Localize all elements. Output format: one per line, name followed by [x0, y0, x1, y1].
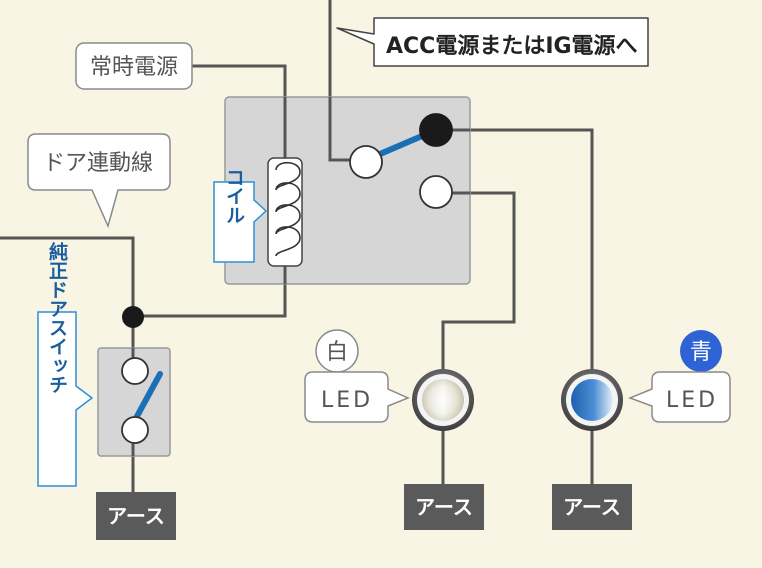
white-badge: 白 — [315, 329, 359, 373]
door-switch-label: 純正ドアスイッチ — [46, 241, 68, 394]
blue-badge: 青 — [680, 330, 722, 372]
blue-led-wire — [437, 128, 594, 372]
white-led-wire — [437, 191, 516, 372]
common-contact — [349, 145, 383, 179]
coil-callout: コイル — [213, 168, 268, 263]
constant-power-label: 常時電源 — [90, 55, 178, 80]
constant-power-callout: 常時電源 — [75, 42, 193, 90]
blue-led-icon — [561, 369, 623, 431]
coil-icon — [267, 157, 303, 267]
ground-box-1: アース — [96, 492, 176, 540]
ground-box-2: アース — [404, 484, 484, 530]
junction-dot-icon — [122, 306, 144, 328]
white-badge-label: 白 — [326, 340, 348, 365]
acc-power-label: ACC電源またはIG電源へ — [386, 34, 638, 59]
door-switch-callout: 純正ドアスイッチ — [37, 241, 94, 487]
blue-led-callout: LED — [627, 371, 731, 423]
blue-led-label: LED — [666, 388, 718, 413]
ground-label-1: アース — [107, 504, 165, 528]
white-led-icon — [412, 369, 474, 431]
blue-badge-label: 青 — [690, 340, 712, 365]
acc-callout: ACC電源またはIG電源へ — [336, 17, 649, 67]
door-switch — [97, 347, 171, 457]
door-linked-callout: ドア連動線 — [27, 133, 171, 229]
ground-label-3: アース — [563, 495, 621, 519]
white-led-callout: LED — [304, 371, 410, 423]
no-contact — [419, 113, 453, 147]
nc-contact — [419, 175, 453, 209]
white-led-label: LED — [321, 388, 373, 413]
ground-label-2: アース — [415, 495, 473, 519]
ground-box-3: アース — [552, 484, 632, 530]
door-linked-label: ドア連動線 — [43, 151, 153, 176]
coil-label: コイル — [223, 168, 245, 225]
